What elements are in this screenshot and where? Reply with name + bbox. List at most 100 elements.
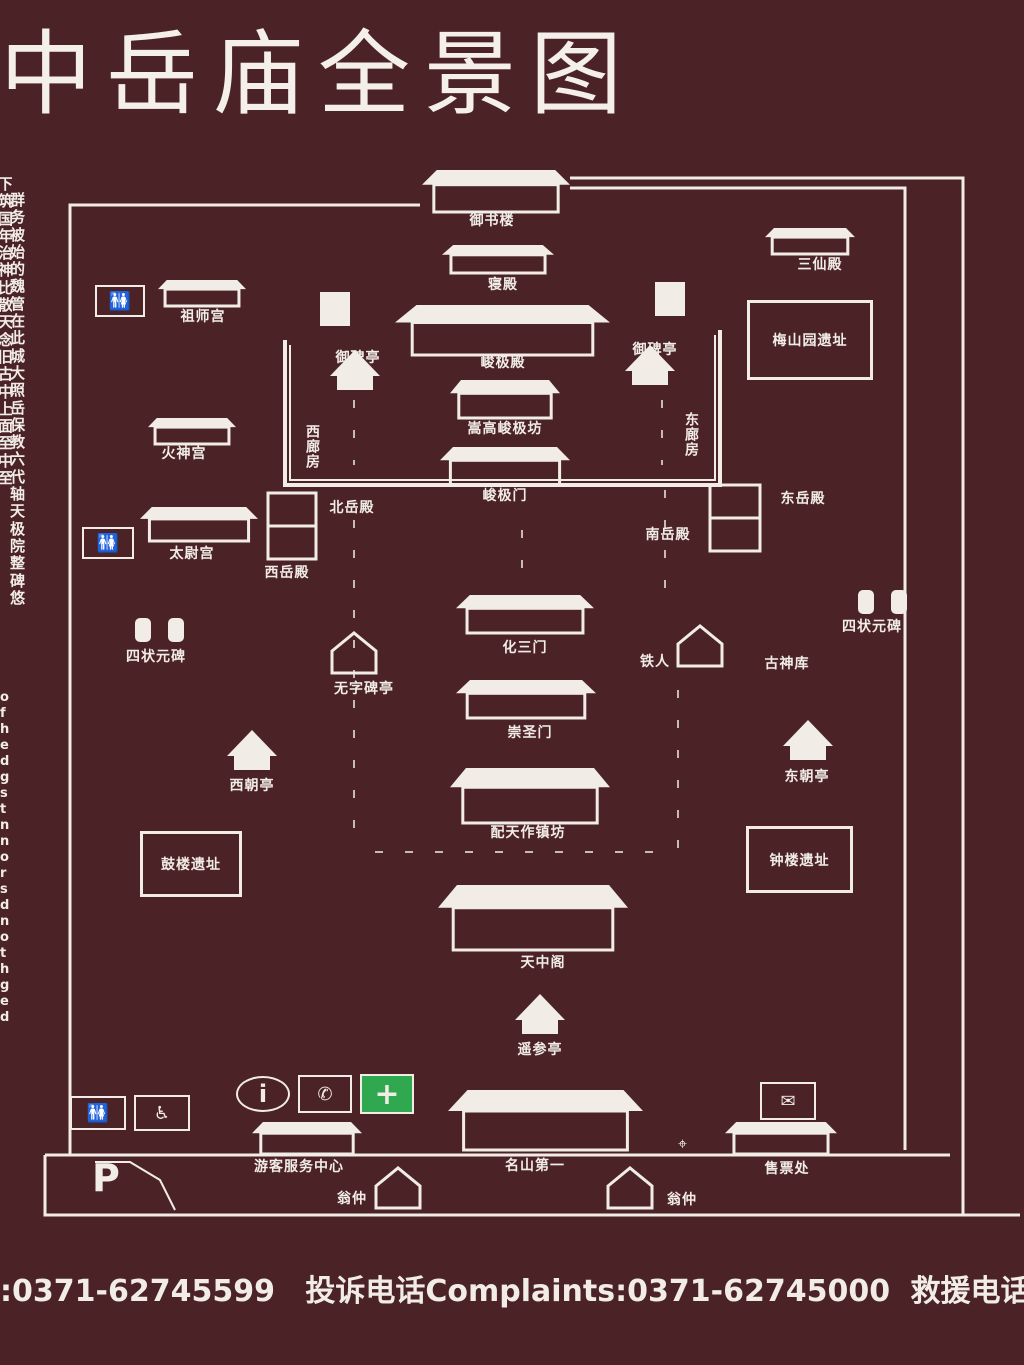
ticket-icon: ✉ [760, 1082, 816, 1120]
courtyard-wall [289, 335, 716, 481]
pavilion-roof-icon [783, 720, 833, 746]
hall-roof-icon [438, 885, 628, 908]
label-wengzhong-east: 翁仲 [667, 1192, 697, 1208]
stele-icon [655, 282, 685, 316]
label-zhuangyuanbei-west: 四状元碑 [126, 649, 186, 665]
label-junjimen: 峻极门 [482, 488, 528, 504]
label-wengzhong-west: 翁仲 [337, 1191, 367, 1207]
label-gulou: 鼓楼遗址 [140, 831, 242, 897]
hall-body-icon [163, 287, 241, 308]
hall-roof-icon [442, 245, 554, 255]
hall-body-icon [147, 517, 251, 543]
hall-roof-icon [448, 1090, 643, 1111]
toilet-icon: 🚻 [70, 1096, 126, 1130]
toilet-icon: 🚻 [95, 285, 145, 317]
hall-body-icon [732, 1131, 830, 1156]
label-peitianzuozhenfang: 配天作镇坊 [490, 825, 566, 841]
hall-body-icon [462, 1109, 629, 1152]
label-nanyuedian: 南岳殿 [645, 527, 691, 543]
label-yushulou: 御书楼 [469, 213, 515, 229]
pavilion-body-icon [234, 756, 270, 770]
label-yubeiting-west: 御碑亭 [335, 350, 381, 366]
label-yubeiting-east: 御碑亭 [632, 342, 678, 358]
side-text-english: of he d g st n n or s d n o t h g e d [0, 690, 10, 1025]
label-junjidian: 峻极殿 [480, 355, 526, 371]
hall-roof-icon [440, 447, 570, 461]
pavilion-body-icon [522, 1020, 558, 1034]
info-icon: i [236, 1076, 290, 1112]
accessible-toilet-icon: ♿ [134, 1095, 190, 1131]
label-mingshandiyi: 名山第一 [505, 1158, 565, 1174]
label-zushigong: 祖师宫 [180, 309, 226, 325]
hall-body-icon [770, 235, 850, 256]
pavilion-body-icon [632, 371, 668, 385]
label-chongshengmen: 崇圣门 [507, 725, 553, 741]
boundary-wall [570, 186, 907, 1150]
label-youkefuwu: 游客服务中心 [254, 1159, 344, 1175]
label-xichaoting: 西朝亭 [229, 778, 275, 794]
location-pin-icon: ⌖ [678, 1134, 688, 1153]
label-yaocanting: 遥参亭 [517, 1042, 563, 1058]
hall-roof-icon [456, 680, 596, 694]
hall-roof-icon [148, 418, 236, 428]
label-shoupiaochu: 售票处 [764, 1161, 810, 1177]
label-wuzibeiting: 无字碑亭 [334, 681, 394, 697]
complaints-label: 投诉电话Complaints: [305, 1274, 628, 1309]
rescue-label: 救援电话 [910, 1274, 1024, 1309]
side-text-col2: 群务被始的魏管在此城大照岳保教六代轴天极院整碑悠 [10, 191, 26, 607]
label-qindian: 寝殿 [488, 277, 518, 293]
hall-body-icon [448, 458, 562, 487]
phone-icon: ✆ [298, 1075, 352, 1113]
label-huasanmen: 化三门 [502, 640, 548, 656]
first-aid-icon: + [360, 1074, 414, 1114]
label-dongyuedian: 东岳殿 [780, 491, 826, 507]
hall-roof-icon [456, 595, 594, 609]
hall-roof-icon [450, 380, 560, 394]
hall-body-icon [449, 253, 547, 275]
label-zhuangyuanbei-east: 四状元碑 [842, 619, 902, 635]
hall-roof-icon [422, 170, 570, 185]
parking-curve [95, 1161, 176, 1211]
hall-body-icon [432, 183, 560, 214]
consult-phone: :0371-62745599 [0, 1274, 275, 1309]
label-meishanyuan: 梅山园遗址 [747, 300, 873, 380]
hall-roof-icon [725, 1122, 837, 1134]
label-gushenku: 古神库 [764, 656, 810, 672]
hall-body-icon [461, 785, 599, 825]
map-title: 中岳庙全景图 [0, 21, 637, 128]
label-songgaojunjifang: 嵩高峻极坊 [467, 421, 543, 437]
hall-body-icon [410, 321, 595, 357]
boundary-wall [68, 203, 420, 1155]
stele-icon [168, 618, 184, 642]
hall-body-icon [153, 425, 231, 446]
label-donglangfang: 东廊房 [685, 412, 699, 459]
pavilion-body-icon [790, 746, 826, 760]
hall-body-icon [259, 1131, 355, 1156]
parking-icon: P [92, 1156, 120, 1200]
stele-icon [135, 618, 151, 642]
hall-body-icon [465, 606, 585, 635]
toilet-icon: 🚻 [82, 527, 134, 559]
label-tieren: 铁人 [640, 654, 670, 670]
pavilion-roof-icon [330, 350, 380, 376]
side-text-col1: 下，筑国年治神比散天念旧 古中上面至中至 [0, 176, 12, 488]
hall-roof-icon [158, 280, 246, 290]
small-pavilion-icon [330, 631, 378, 675]
hall-body-icon [465, 691, 587, 720]
label-sanxiandian: 三仙殿 [797, 257, 843, 273]
hall-body-icon [457, 391, 553, 420]
pavilion-roof-icon [515, 994, 565, 1020]
hall-roof-icon [765, 228, 855, 238]
label-beiyuedian: 北岳殿 [329, 500, 375, 516]
label-xiyuedian: 西岳殿 [264, 565, 310, 581]
label-taiweigong: 太尉宫 [169, 546, 215, 562]
label-dongchaoting: 东朝亭 [784, 769, 830, 785]
label-tianzhongge: 天中阁 [520, 955, 566, 971]
small-pavilion-icon [374, 1166, 422, 1210]
pavilion-roof-icon [625, 345, 675, 371]
stele-icon [891, 590, 907, 614]
pavilion-roof-icon [227, 730, 277, 756]
small-pavilion-icon [676, 624, 724, 668]
hall-body-icon [451, 906, 615, 952]
